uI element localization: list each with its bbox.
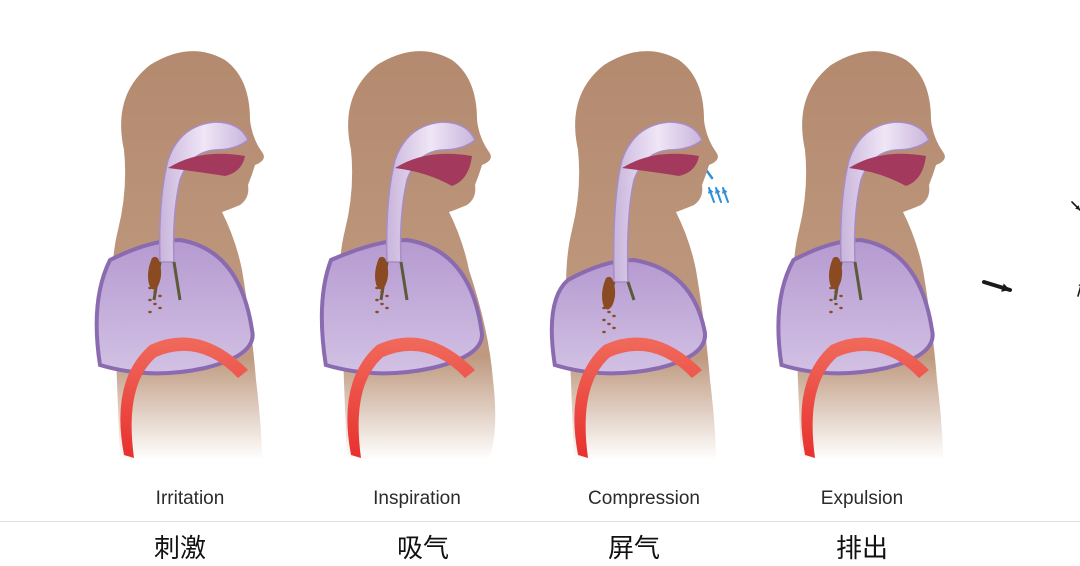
- airway: [839, 121, 930, 263]
- mucus-droplet: [834, 290, 838, 294]
- tongue: [395, 153, 472, 186]
- mucus: [602, 276, 616, 310]
- bronchus-right: [853, 261, 863, 301]
- pressure-arrow: [1077, 286, 1080, 297]
- mucus-droplet: [612, 314, 616, 318]
- tongue: [622, 153, 699, 176]
- bronchus-right: [172, 261, 182, 301]
- mucus-droplet: [602, 330, 606, 334]
- mucus-droplet: [380, 290, 384, 294]
- figure-irritation: [94, 51, 264, 460]
- divider-line: [0, 521, 1080, 522]
- mucus-droplet: [153, 302, 157, 306]
- stage-label-expulsion: Expulsion: [820, 488, 904, 509]
- air-in-arrow-head: [715, 188, 721, 194]
- mucus-droplet: [607, 310, 611, 314]
- mucus-droplet: [148, 286, 152, 290]
- mucus-droplet: [834, 302, 838, 306]
- lungs: [776, 237, 935, 376]
- mucus: [829, 256, 843, 290]
- mucus-droplet: [839, 294, 843, 298]
- mucus-droplet: [158, 294, 162, 298]
- stage-label-cn-compression: 屏气: [607, 534, 660, 564]
- lungs: [94, 237, 255, 376]
- mucus-droplet: [148, 298, 152, 302]
- body-silhouette: [566, 51, 718, 460]
- mucus-droplet: [375, 310, 379, 314]
- stage-label-compression: Compression: [588, 488, 700, 509]
- mucus-droplet: [380, 302, 384, 306]
- stage-label-cn-inspiration: 吸气: [396, 534, 449, 564]
- mucus-droplet: [839, 306, 843, 310]
- mucus-droplet: [607, 322, 611, 326]
- figure-compression: [549, 51, 1080, 460]
- stage-label-inspiration: Inspiration: [373, 488, 461, 509]
- bronchus-right: [626, 281, 636, 301]
- mucus-droplet: [158, 306, 162, 310]
- air-in-arrow-head: [708, 188, 714, 194]
- mucus-droplet: [612, 326, 616, 330]
- mucus-droplet: [153, 290, 157, 294]
- mucus-droplet: [148, 310, 152, 314]
- stage-label-cn-irritation: 刺激: [153, 534, 206, 564]
- mucus-droplet: [375, 298, 379, 302]
- figure-inspiration: [319, 51, 729, 460]
- bronchus-right: [399, 261, 409, 301]
- airway: [158, 121, 249, 263]
- mucus-droplet: [829, 310, 833, 314]
- mucus-droplet: [602, 318, 606, 322]
- glottis-arrow-left-head: [1075, 205, 1080, 210]
- mucus-droplet: [602, 306, 606, 310]
- mucus-droplet: [829, 298, 833, 302]
- tongue: [849, 153, 926, 186]
- airway: [385, 121, 476, 263]
- figure-expulsion: [776, 51, 945, 460]
- mucus-droplet: [385, 306, 389, 310]
- mucus-droplet: [385, 294, 389, 298]
- lungs: [319, 237, 484, 376]
- tongue: [168, 153, 245, 176]
- squeeze-arrow-back-head: [1001, 283, 1010, 292]
- stage-label-cn-expulsion: 排出: [835, 534, 888, 564]
- mucus: [375, 256, 389, 290]
- mucus-droplet: [829, 286, 833, 290]
- stage-label-irritation: Irritation: [155, 488, 225, 509]
- mucus: [148, 256, 162, 290]
- air-in-arrow-head: [722, 188, 728, 194]
- mucus-droplet: [375, 286, 379, 290]
